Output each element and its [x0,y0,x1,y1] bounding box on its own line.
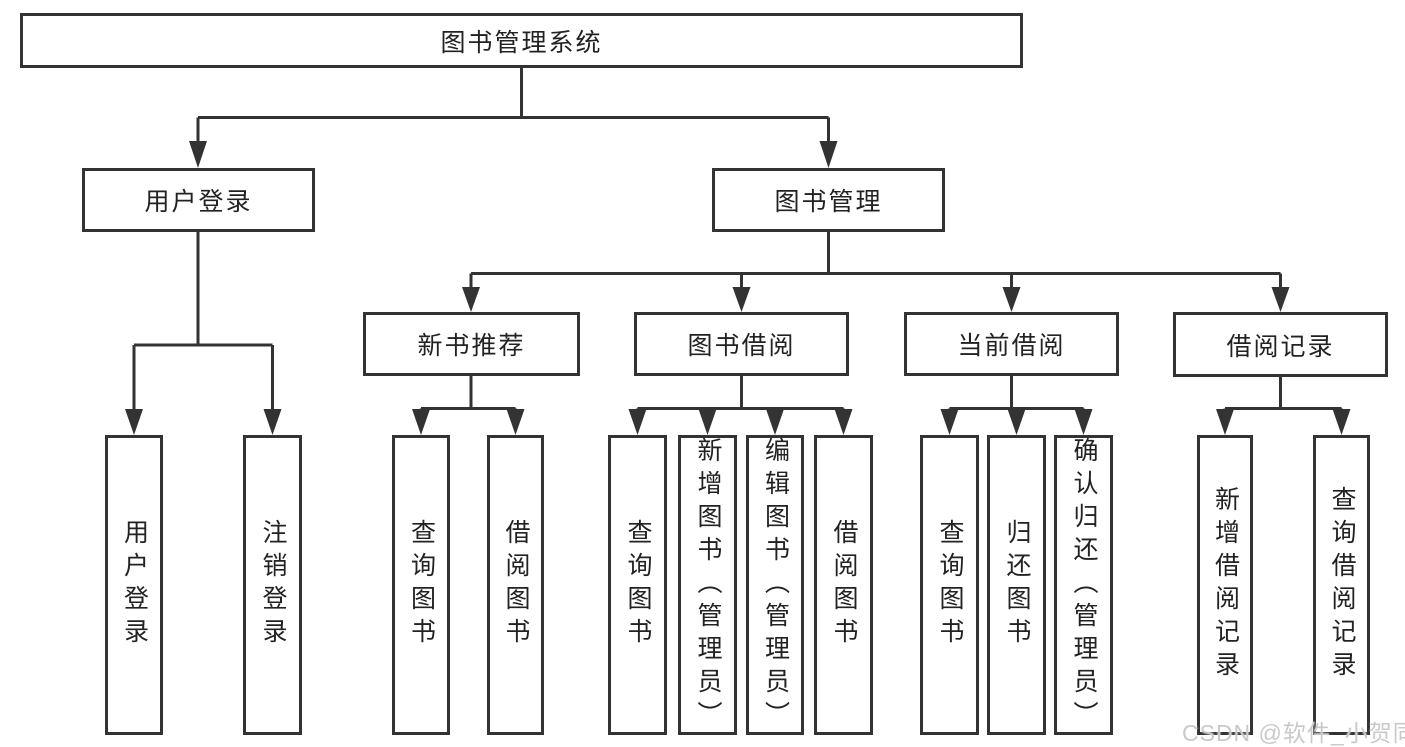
leaf-query-borrow-record-label: 查询借阅记录 [1328,486,1356,684]
leaf-add-borrow-record: 新增借阅记录 [1197,435,1253,735]
leaf-logout-label: 注销登录 [259,519,287,651]
leaf-query-books-current-label: 查询图书 [936,519,964,651]
leaf-confirm-return-admin-label: 确认归还（管理员） [1070,436,1098,734]
leaf-edit-book-admin: 编辑图书（管理员） [746,435,804,735]
node-book-borrowing: 图书借阅 [634,312,849,376]
connector-newbook-to-leaves [412,376,525,435]
node-library-system-label: 图书管理系统 [440,28,603,57]
node-user-login-label: 用户登录 [144,188,253,216]
node-new-book-recommend: 新书推荐 [363,312,580,376]
leaf-query-books-recommend-label: 查询图书 [407,519,436,651]
connector-bookmgmt-to-level3 [462,232,1290,312]
node-user-login: 用户登录 [82,168,315,232]
leaf-query-books-borrowing: 查询图书 [608,435,667,735]
leaf-borrow-books-borrowing: 借阅图书 [814,435,873,735]
node-current-borrowing: 当前借阅 [904,312,1119,376]
node-library-system: 图书管理系统 [20,13,1023,68]
leaf-query-books-recommend: 查询图书 [392,435,450,735]
csdn-watermark: CSDN @软件_小贺同学 [1182,720,1405,746]
connector-userlogin-to-leaves [125,232,282,435]
node-book-borrowing-label: 图书借阅 [687,332,796,360]
node-borrowing-records-label: 借阅记录 [1226,332,1335,361]
node-book-management: 图书管理 [712,168,945,232]
leaf-return-books: 归还图书 [987,435,1046,735]
node-book-management-label: 图书管理 [774,188,883,216]
leaf-user-login-label: 用户登录 [120,519,149,651]
node-borrowing-records: 借阅记录 [1173,312,1388,377]
leaf-borrow-books-recommend-label: 借阅图书 [502,519,530,651]
connector-records-to-leaves [1216,377,1351,435]
connector-borrowing-to-leaves [628,376,853,435]
leaf-borrow-books-borrowing-label: 借阅图书 [830,519,858,651]
connector-root-to-level2 [189,68,838,168]
node-current-borrowing-label: 当前借阅 [957,332,1066,360]
leaf-query-books-borrowing-label: 查询图书 [624,519,652,651]
connector-current-to-leaves [940,376,1093,435]
leaf-logout: 注销登录 [243,435,302,735]
leaf-add-borrow-record-label: 新增借阅记录 [1211,486,1240,684]
leaf-query-borrow-record: 查询借阅记录 [1313,435,1370,735]
leaf-borrow-books-recommend: 借阅图书 [487,435,544,735]
leaf-edit-book-admin-label: 编辑图书（管理员） [761,436,790,734]
leaf-confirm-return-admin: 确认归还（管理员） [1054,435,1113,735]
node-new-book-recommend-label: 新书推荐 [417,332,526,360]
leaf-return-books-label: 归还图书 [1003,519,1031,651]
leaf-add-book-admin: 新增图书（管理员） [678,435,737,735]
leaf-user-login: 用户登录 [105,435,163,735]
leaf-add-book-admin-label: 新增图书（管理员） [694,436,722,734]
leaf-query-books-current: 查询图书 [920,435,979,735]
